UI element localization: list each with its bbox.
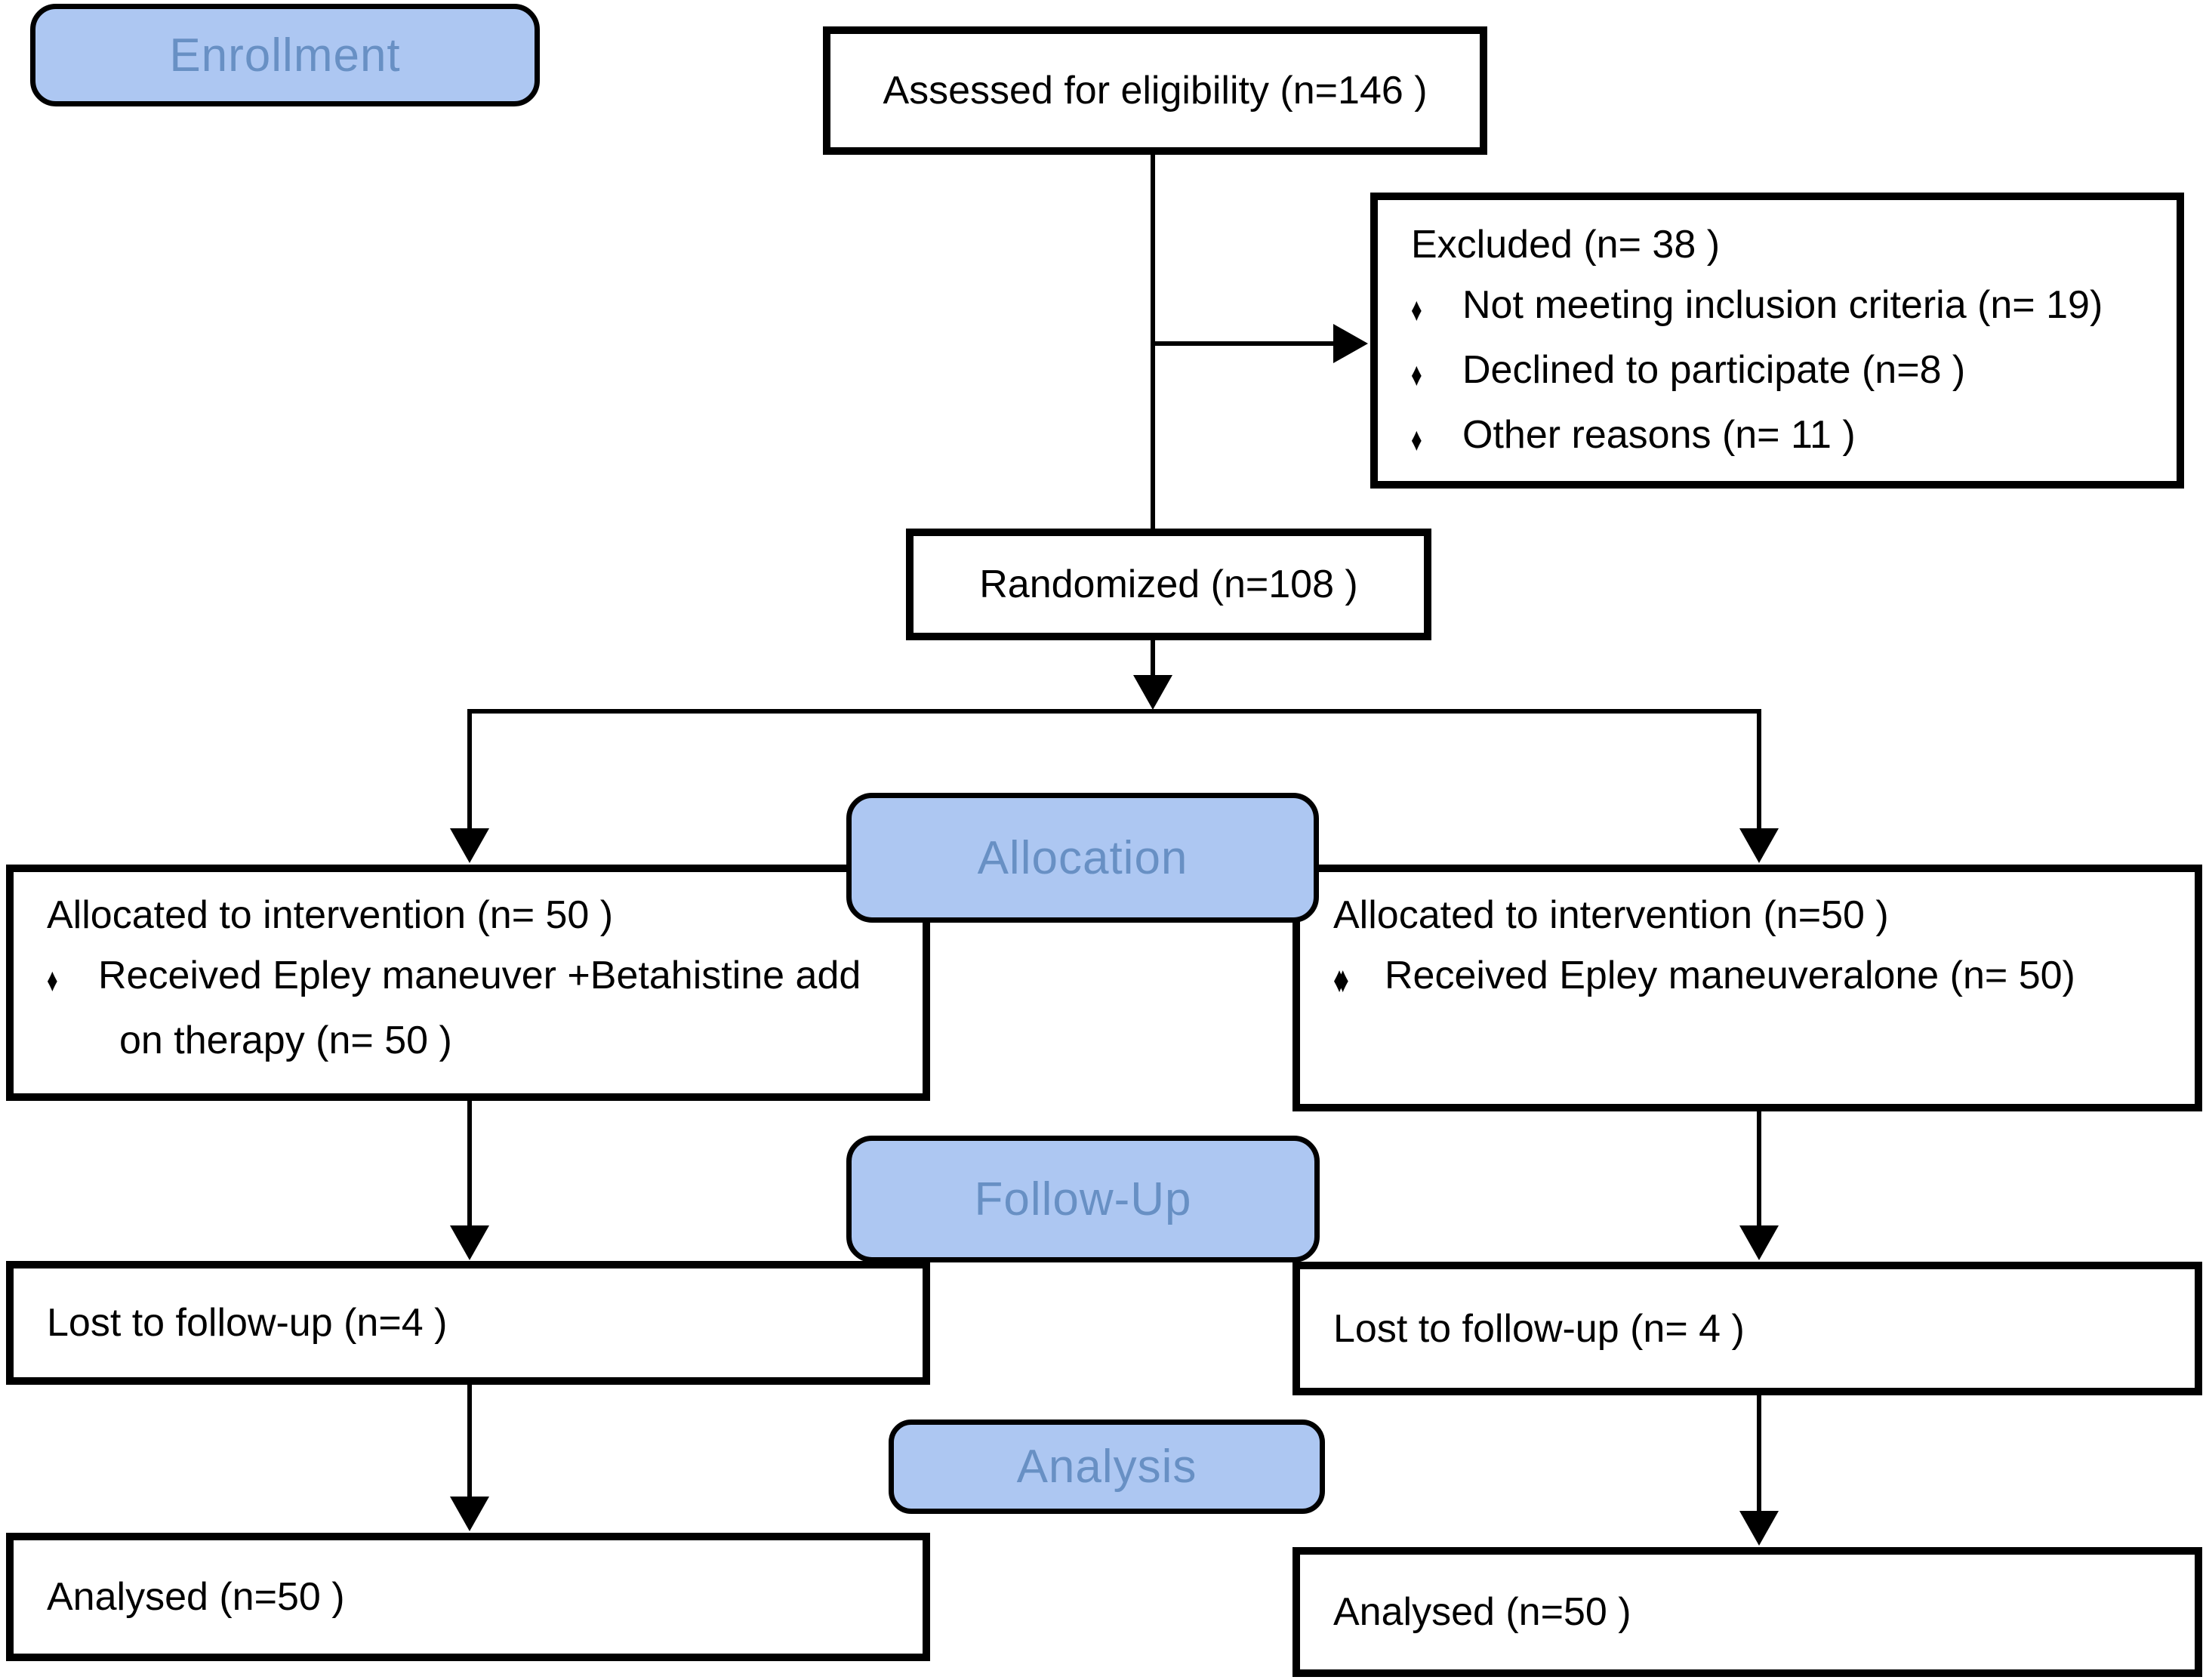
box-allocated-right: Allocated to intervention (n=50 ) ♦♦ Rec… bbox=[1292, 865, 2202, 1111]
excluded-item-text: Not meeting inclusion criteria (n= 19) bbox=[1462, 283, 2103, 327]
allocated-right-bullet-text: Received Epley maneuveralone (n= 50) bbox=[1385, 954, 2075, 997]
allocated-left-continuation: on therapy (n= 50 ) bbox=[119, 1019, 452, 1062]
diamond-bullet-icon: ♦ bbox=[47, 962, 58, 998]
stage-label-followup: Follow-Up bbox=[846, 1136, 1320, 1262]
excluded-item-row: ♦ Declined to participate (n=8 ) bbox=[1411, 348, 2158, 396]
allocated-right-bullet-row: ♦♦ Received Epley maneuveralone (n= 50) bbox=[1333, 954, 2177, 1002]
box-randomized: Randomized (n=108 ) bbox=[906, 529, 1431, 640]
box-analysed-left: Analysed (n=50 ) bbox=[6, 1533, 930, 1661]
box-assessed-eligibility: Assessed for eligibility (n=146 ) bbox=[823, 26, 1487, 155]
box-allocated-left: Allocated to intervention (n= 50 ) ♦ Rec… bbox=[6, 865, 930, 1101]
excluded-item-row: ♦ Other reasons (n= 11 ) bbox=[1411, 413, 2158, 461]
stage-label-enrollment: Enrollment bbox=[30, 4, 540, 106]
arrowhead-split bbox=[1133, 675, 1172, 710]
analysed-right-text: Analysed (n=50 ) bbox=[1333, 1590, 1631, 1634]
stage-label-allocation: Allocation bbox=[846, 793, 1319, 923]
diamond-bullet-icon: ♦ bbox=[1411, 421, 1422, 458]
arrowhead-excluded bbox=[1333, 324, 1368, 363]
box-lost-followup-right: Lost to follow-up (n= 4 ) bbox=[1292, 1262, 2202, 1395]
arrowhead-lost-left bbox=[450, 1225, 489, 1260]
box-analysed-right: Analysed (n=50 ) bbox=[1292, 1547, 2202, 1677]
allocated-left-bullet-text: Received Epley maneuver +Betahistine add bbox=[98, 954, 861, 997]
lost-followup-left-text: Lost to follow-up (n=4 ) bbox=[47, 1301, 448, 1345]
stage-label-analysis: Analysis bbox=[889, 1420, 1325, 1514]
lost-followup-right-text: Lost to follow-up (n= 4 ) bbox=[1333, 1306, 1745, 1351]
randomized-text: Randomized (n=108 ) bbox=[979, 563, 1358, 606]
arrowhead-alloc-right bbox=[1739, 828, 1779, 863]
arrowhead-lost-right bbox=[1739, 1225, 1779, 1260]
diamond-bullet-icon: ♦ bbox=[1411, 291, 1422, 328]
arrowhead-analysed-left bbox=[450, 1497, 489, 1531]
diamond-bullet-icon: ♦ bbox=[1411, 356, 1422, 393]
box-excluded: Excluded (n= 38 ) ♦ Not meeting inclusio… bbox=[1370, 193, 2184, 489]
excluded-item-row: ♦ Not meeting inclusion criteria (n= 19) bbox=[1411, 283, 2158, 331]
allocated-right-title: Allocated to intervention (n=50 ) bbox=[1333, 893, 1889, 937]
double-diamond-bullet-icon: ♦♦ bbox=[1333, 960, 1349, 1000]
allocated-left-bullet-row: ♦ Received Epley maneuver +Betahistine a… bbox=[47, 954, 904, 1002]
excluded-title: Excluded (n= 38 ) bbox=[1411, 223, 1721, 267]
analysed-left-text: Analysed (n=50 ) bbox=[47, 1575, 345, 1619]
excluded-item-text: Other reasons (n= 11 ) bbox=[1462, 413, 1856, 457]
allocated-left-title: Allocated to intervention (n= 50 ) bbox=[47, 893, 614, 937]
box-lost-followup-left: Lost to follow-up (n=4 ) bbox=[6, 1261, 930, 1385]
assessed-text: Assessed for eligibility (n=146 ) bbox=[883, 69, 1428, 113]
excluded-item-text: Declined to participate (n=8 ) bbox=[1462, 348, 1966, 392]
arrowhead-alloc-left bbox=[450, 828, 489, 863]
arrowhead-analysed-right bbox=[1739, 1511, 1779, 1546]
